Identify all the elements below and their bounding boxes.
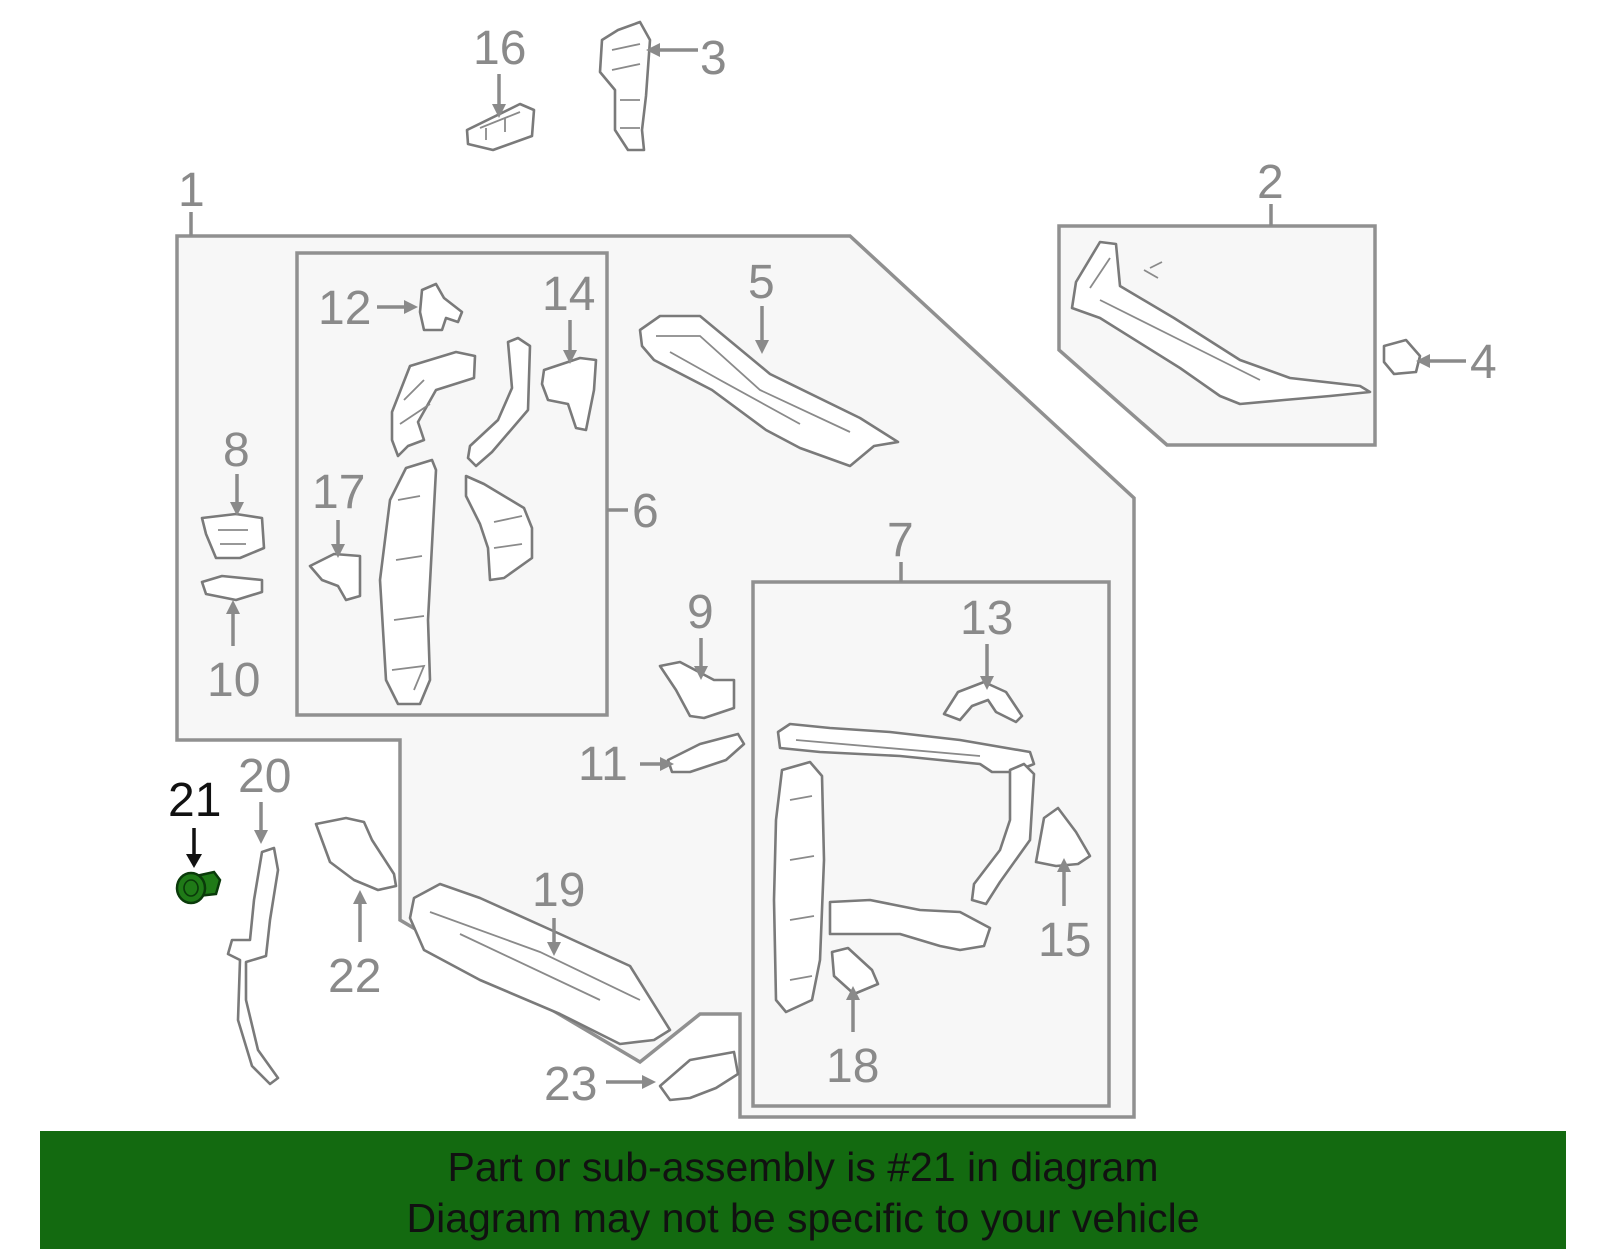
callout-2: 2 bbox=[1257, 156, 1284, 209]
part-13-bracket bbox=[942, 680, 1024, 724]
callout-22: 22 bbox=[328, 950, 381, 1003]
part-14-bracket bbox=[540, 356, 598, 432]
part-3-bracket bbox=[598, 20, 652, 152]
callout-3: 3 bbox=[700, 32, 727, 85]
part-5-upper-tie-bar bbox=[638, 314, 900, 468]
callout-16: 16 bbox=[473, 22, 526, 75]
callout-11: 11 bbox=[578, 738, 628, 791]
part-22-bracket bbox=[314, 816, 398, 892]
banner-line-part-number: Part or sub-assembly is #21 in diagram bbox=[447, 1144, 1159, 1190]
part-11-bracket bbox=[666, 732, 746, 774]
callout-23: 23 bbox=[544, 1058, 597, 1111]
part-18-bracket bbox=[830, 946, 880, 996]
callout-12: 12 bbox=[318, 282, 371, 335]
callout-1: 1 bbox=[178, 164, 205, 217]
part-6-upper-support bbox=[390, 350, 477, 458]
part-4-clip bbox=[1382, 338, 1422, 376]
callout-20: 20 bbox=[238, 750, 291, 803]
part-2-support-assembly bbox=[1070, 240, 1372, 406]
part-15-bracket bbox=[1034, 806, 1092, 868]
banner-line-disclaimer: Diagram may not be specific to your vehi… bbox=[406, 1195, 1200, 1241]
part-16-bracket bbox=[465, 102, 536, 152]
callout-9: 9 bbox=[687, 586, 714, 639]
part-6-brace bbox=[466, 336, 532, 468]
callout-8: 8 bbox=[223, 424, 250, 477]
callout-18: 18 bbox=[826, 1040, 879, 1093]
part-21-highlighted[interactable] bbox=[175, 870, 222, 905]
callout-6: 6 bbox=[632, 485, 659, 538]
part-10-bracket bbox=[200, 574, 264, 602]
callout-15: 15 bbox=[1038, 914, 1091, 967]
callout-4: 4 bbox=[1470, 336, 1497, 389]
callout-7: 7 bbox=[887, 514, 914, 567]
callout-21-highlighted[interactable]: 21 bbox=[168, 774, 221, 827]
callout-17: 17 bbox=[312, 466, 365, 519]
part-7-side-member bbox=[772, 760, 826, 1014]
assembly-6-frame bbox=[295, 251, 609, 717]
part-19-lower-tie-bar bbox=[408, 882, 672, 1046]
callout-arrows bbox=[186, 43, 1466, 1089]
part-7-brace bbox=[970, 762, 1036, 906]
part-6-upright-member bbox=[378, 458, 438, 706]
part-9-bracket bbox=[658, 660, 736, 720]
info-banner: Part or sub-assembly is #21 in diagram D… bbox=[40, 1131, 1566, 1249]
part-8-bracket bbox=[200, 512, 266, 560]
callout-14: 14 bbox=[542, 268, 595, 321]
part-23-bracket bbox=[658, 1050, 740, 1102]
part-7-lower-bracket bbox=[828, 898, 992, 952]
part-6-lower-bracket bbox=[464, 474, 534, 582]
part-20-seal bbox=[226, 846, 280, 1086]
callout-19: 19 bbox=[532, 864, 585, 917]
callout-13: 13 bbox=[960, 592, 1013, 645]
callout-10: 10 bbox=[207, 654, 260, 707]
callout-5: 5 bbox=[748, 256, 775, 309]
parts-diagram: 1 2 3 4 5 6 7 8 9 10 11 12 13 14 15 16 1… bbox=[168, 20, 1497, 1119]
part-12-clip bbox=[418, 282, 464, 332]
